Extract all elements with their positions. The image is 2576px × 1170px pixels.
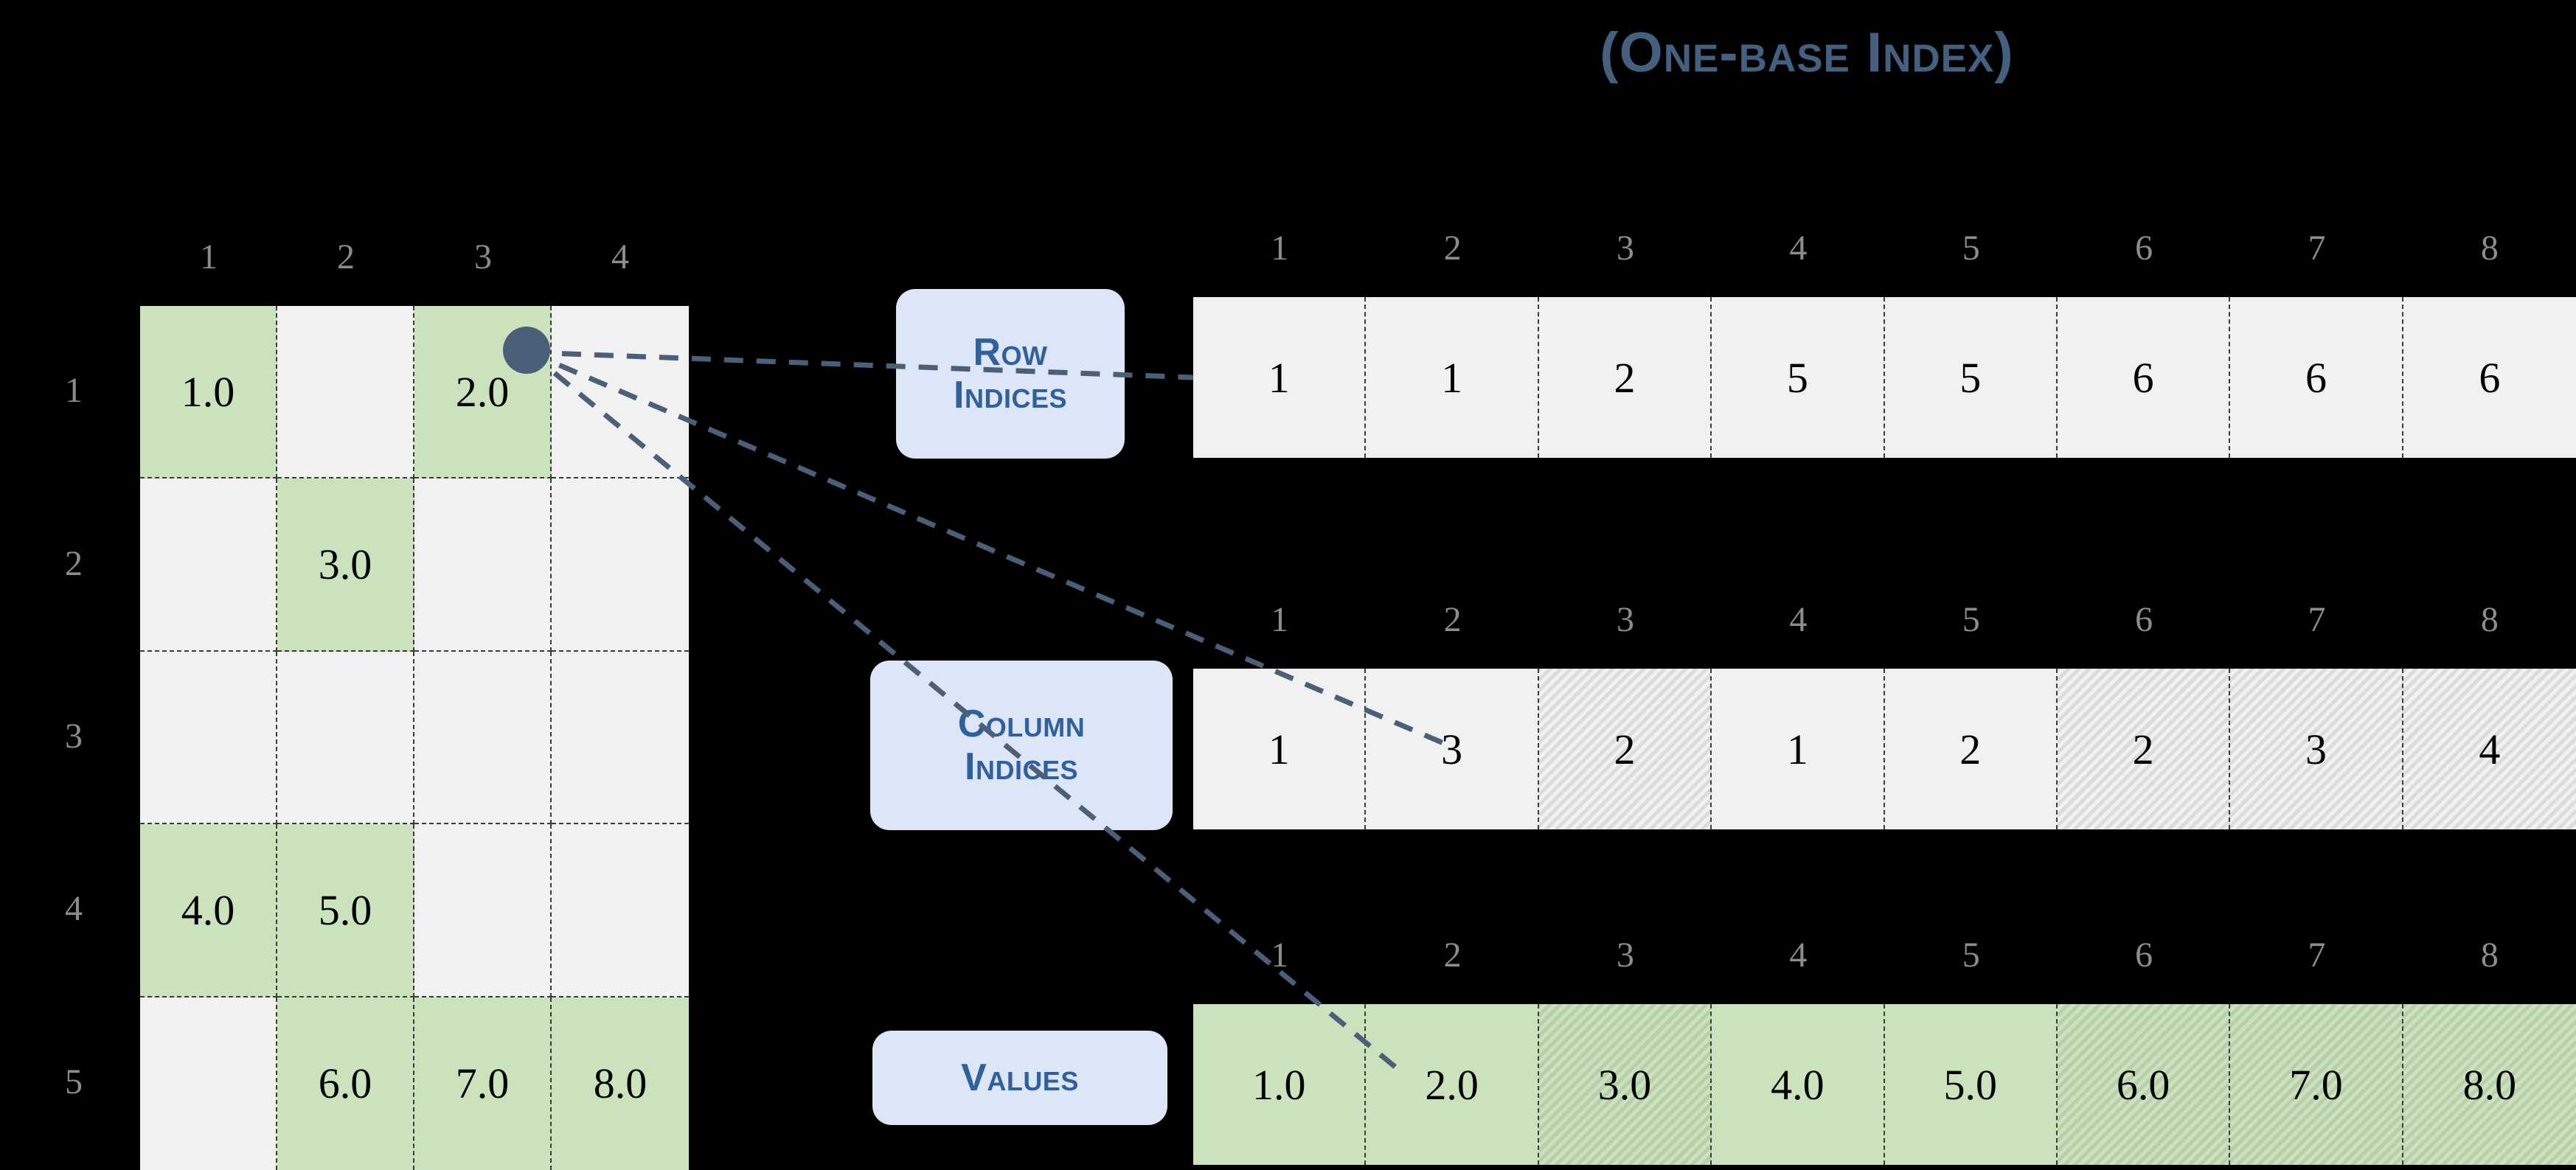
array-cell: 2	[1884, 669, 2058, 829]
array-cell: 3	[2230, 669, 2403, 829]
array-col-header: 6	[2135, 936, 2153, 975]
matrix-cell	[414, 824, 552, 997]
array-col-header: 4	[1789, 229, 1808, 268]
array-cell: 1.0	[1193, 1004, 1367, 1165]
array-col-header: 2	[1443, 936, 1462, 975]
matrix-cell	[552, 478, 689, 652]
array-cell: 5.0	[1884, 1004, 2058, 1165]
matrix-row-header: 3	[65, 717, 83, 756]
array-label-line: Column	[957, 702, 1086, 745]
array-label-line: Row	[973, 330, 1048, 374]
array-col-header: 2	[1443, 600, 1462, 639]
array-cell: 4.0	[1712, 1004, 1885, 1165]
array-col-header: 1	[1271, 936, 1289, 975]
array-col-header: 4	[1789, 936, 1808, 975]
array-col-header: 8	[2480, 229, 2499, 268]
array-col-header: 1	[1271, 600, 1289, 639]
array-col-header: 2	[1443, 229, 1462, 268]
matrix-row-header: 1	[65, 371, 83, 411]
matrix-cell	[140, 478, 277, 652]
array-col-header: 5	[1962, 229, 1980, 268]
array-cell: 7.0	[2230, 1004, 2403, 1165]
array-col-header: 3	[1616, 229, 1634, 268]
array-col-header: 8	[2480, 600, 2499, 639]
array-col-header: 8	[2480, 936, 2499, 975]
matrix-cell: 3.0	[277, 478, 414, 652]
array-cell: 2	[2057, 669, 2231, 829]
array-col-header: 5	[1962, 600, 1980, 639]
matrix-cell: 1.0	[140, 306, 277, 479]
array-cell: 3	[1366, 669, 1539, 829]
array-cell: 5	[1884, 297, 2058, 458]
array-cell: 8.0	[2403, 1004, 2576, 1165]
array-cell: 6.0	[2057, 1004, 2231, 1165]
matrix-row-header: 5	[65, 1062, 83, 1101]
array-cell: 5	[1712, 297, 1885, 458]
matrix-cell	[414, 651, 552, 825]
matrix-cell: 8.0	[552, 997, 689, 1170]
array-cell: 3.0	[1538, 1004, 1712, 1165]
array-cell: 6	[2230, 297, 2403, 458]
array-col-header: 5	[1962, 936, 1980, 975]
array-col-header: 7	[2308, 600, 2326, 639]
matrix-cell: 7.0	[414, 997, 552, 1170]
array-col-header: 4	[1789, 600, 1808, 639]
matrix-cell	[140, 651, 277, 825]
array-cell: 2	[1538, 669, 1712, 829]
array-cell: 1	[1712, 669, 1885, 829]
array-cell: 1	[1366, 297, 1539, 458]
matrix-row-header: 2	[65, 543, 83, 583]
matrix-cell	[552, 306, 689, 479]
matrix-cell: 4.0	[140, 824, 277, 997]
array-col-header: 3	[1616, 936, 1634, 975]
matrix-cell	[552, 651, 689, 825]
matrix-col-header: 2	[337, 237, 355, 276]
array-label-line: Values	[961, 1056, 1079, 1099]
matrix-col-header: 3	[474, 237, 492, 276]
matrix-row-header: 4	[65, 889, 83, 929]
matrix-cell: 6.0	[277, 997, 414, 1170]
array-col-header: 3	[1616, 600, 1634, 639]
array-col-header: 6	[2135, 600, 2153, 639]
array-label-line: Indices	[965, 745, 1078, 788]
array-col-header: 7	[2308, 936, 2326, 975]
array-cell: 2	[1538, 297, 1712, 458]
matrix-cell: 5.0	[277, 824, 414, 997]
array-cell: 4	[2403, 669, 2576, 829]
array-cell: 2.0	[1366, 1004, 1539, 1165]
matrix-cell	[277, 306, 414, 479]
matrix-col-header: 1	[200, 237, 218, 276]
array-cell: 6	[2057, 297, 2231, 458]
matrix-col-header: 4	[611, 237, 629, 276]
matrix-cell: 2.0	[414, 306, 552, 479]
array-col-header: 6	[2135, 229, 2153, 268]
array-col-header: 7	[2308, 229, 2326, 268]
array-col-header: 1	[1271, 229, 1289, 268]
matrix-cell	[140, 997, 277, 1170]
array-cell: 6	[2403, 297, 2576, 458]
page-title: (One-base Index)	[1600, 21, 2014, 84]
array-cell: 1	[1193, 669, 1367, 829]
matrix-cell	[414, 478, 552, 652]
matrix-cell	[552, 824, 689, 997]
array-label-values: Values	[872, 1031, 1167, 1125]
matrix-cell	[277, 651, 414, 825]
array-label-line: Indices	[954, 374, 1067, 417]
array-cell: 1	[1193, 297, 1367, 458]
